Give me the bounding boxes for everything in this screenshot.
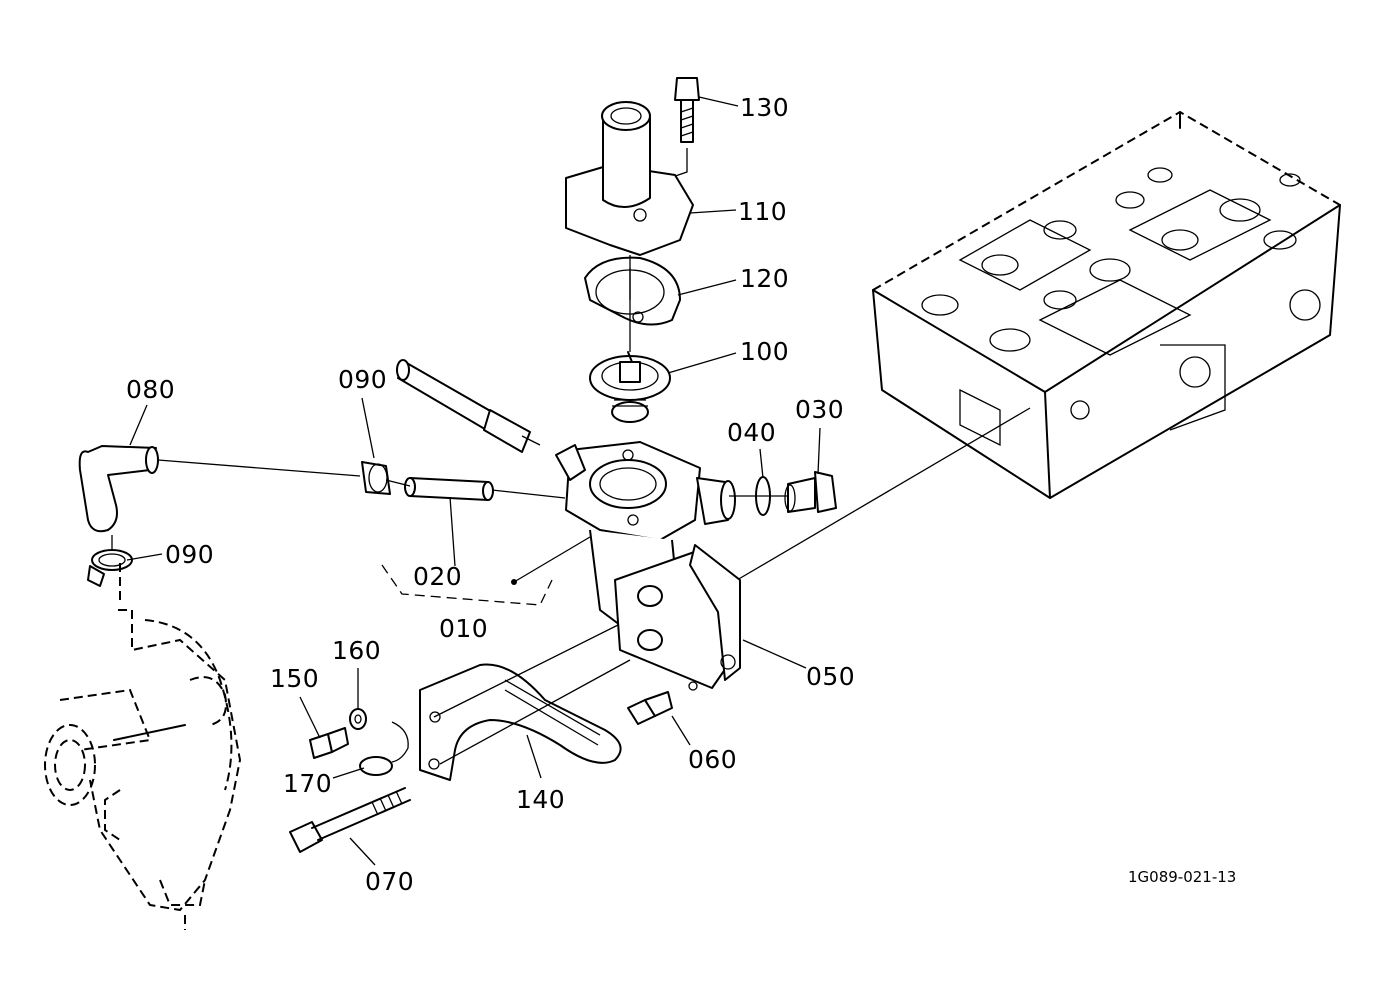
- bolt-150-icon: [309, 727, 349, 759]
- drawing-code: 1G089-021-13: [1128, 868, 1237, 886]
- part-label-140: 140: [516, 785, 566, 814]
- part-label-110: 110: [738, 197, 788, 226]
- part-label-150: 150: [270, 664, 320, 693]
- part-label-160: 160: [332, 636, 382, 665]
- part-label-080: 080: [126, 375, 176, 404]
- part-label-020: 020: [413, 562, 463, 591]
- part-label-120: 120: [740, 264, 790, 293]
- gasket-050-icon: [689, 544, 741, 681]
- hose-080-icon: [78, 445, 159, 533]
- bracket-140-icon: [419, 663, 622, 781]
- water-pump-icon: [44, 560, 242, 930]
- part-label-170: 170: [283, 769, 333, 798]
- part-label-130: 130: [740, 93, 790, 122]
- part-label-070: 070: [365, 867, 415, 896]
- part-label-090-upper: 090: [338, 365, 388, 394]
- clamp-090-lower-icon: [87, 549, 133, 587]
- part-label-050: 050: [806, 662, 856, 691]
- gasket-120-icon: [584, 256, 681, 326]
- thermostat-100-icon: [589, 351, 671, 423]
- clamp-090-upper-icon: [361, 461, 391, 495]
- o-ring-170-icon: [359, 721, 409, 776]
- part-label-090-lower: 090: [165, 540, 215, 569]
- bolt-070-icon: [289, 787, 411, 853]
- cylinder-head: [872, 110, 1341, 499]
- part-label-040: 040: [727, 418, 777, 447]
- pipe-020-icon: [404, 477, 494, 501]
- part-label-010: 010: [439, 614, 489, 643]
- part-label-030: 030: [795, 395, 845, 424]
- part-label-100: 100: [740, 337, 790, 366]
- plug-030-icon: [784, 471, 837, 513]
- bolt-060-icon: [627, 691, 673, 725]
- part-label-060: 060: [688, 745, 738, 774]
- thermostat-cover-110-icon: [565, 101, 694, 256]
- washer-160-icon: [349, 708, 367, 730]
